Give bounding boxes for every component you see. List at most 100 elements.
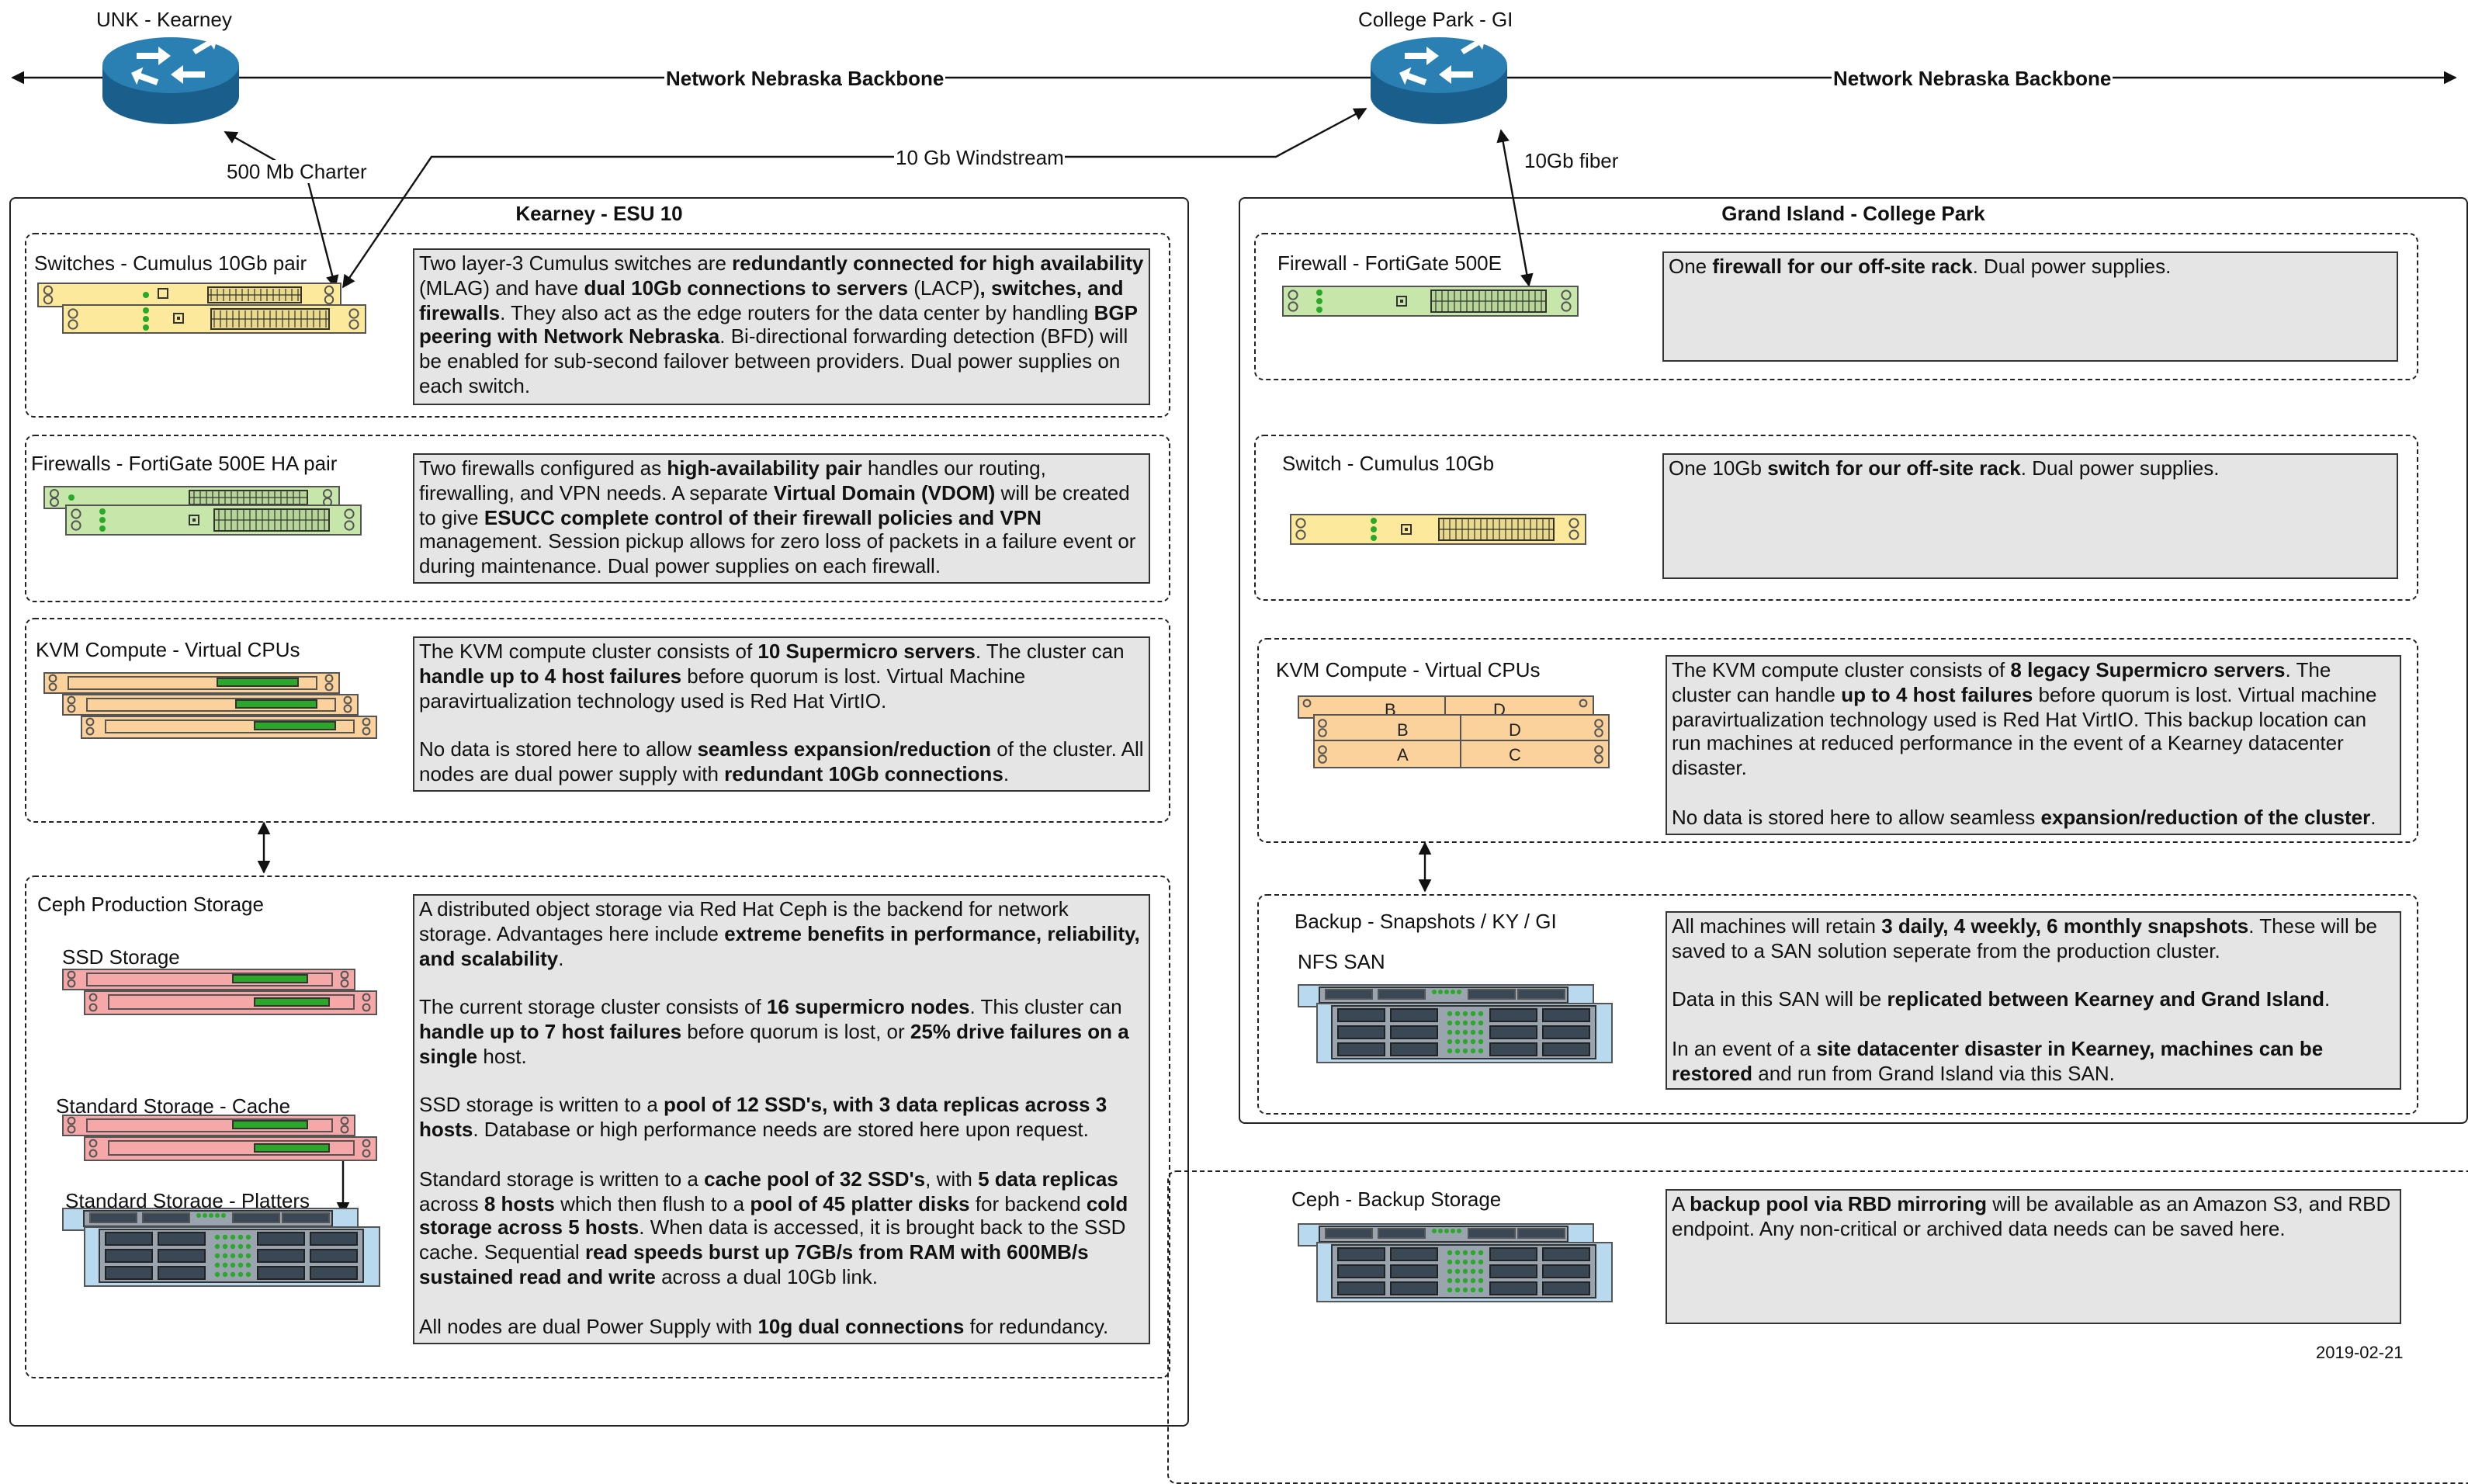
description-paragraph: All machines will retain 3 daily, 4 week… — [1672, 914, 2395, 963]
bold-text: switch for our off-site rack — [1767, 456, 2021, 480]
text: . This cluster can — [969, 995, 1122, 1019]
platter-storage-servers-icon — [62, 1208, 380, 1287]
bold-text: up to 4 host failures — [1841, 682, 2033, 706]
text: . These will be saved to a SAN solution … — [1672, 914, 2377, 962]
description-paragraph: SSD storage is written to a pool of 12 S… — [419, 1094, 1144, 1142]
gi-backup-label: Backup - Snapshots / KY / GI — [1295, 910, 1557, 933]
gi-kvm-servers-icon: B D B D A C — [1298, 695, 1610, 768]
kvm-section — [25, 618, 1170, 823]
text: . Database or high performance needs are… — [473, 1118, 1089, 1142]
gi-firewall-icon — [1282, 286, 1579, 317]
text: The KVM compute cluster consists of — [1672, 658, 2011, 681]
ssd-storage-servers-icon — [62, 969, 377, 1015]
fiber-link-label: 10Gb fiber — [1523, 149, 1620, 172]
bold-text: 8 legacy Supermicro servers — [2010, 658, 2286, 681]
text: which then flush to a — [554, 1191, 750, 1215]
gi-kvm-description: The KVM compute cluster consists of 8 le… — [1666, 655, 2401, 835]
firewalls-description: Two firewalls configured as high-availab… — [413, 453, 1150, 584]
text: Data in this SAN will be — [1672, 987, 1887, 1011]
gi-kvm-node-b: B — [1397, 720, 1409, 740]
grand-island-panel-title: Grand Island - College Park — [1721, 202, 1985, 225]
text: All nodes are dual Power Supply with — [419, 1314, 758, 1338]
kearney-kvm-servers-icon — [43, 672, 377, 739]
description-paragraph: Two firewalls configured as high-availab… — [419, 456, 1144, 579]
text: . The cluster can — [975, 640, 1125, 663]
switches-description: Two layer-3 Cumulus switches are redunda… — [413, 248, 1150, 405]
gi-kvm-section — [1257, 638, 2418, 843]
text: across a dual 10Gb link. — [655, 1264, 879, 1288]
bold-text: 8 hosts — [484, 1191, 555, 1215]
text: before quorum is lost. Virtual machine p… — [1672, 682, 2377, 780]
gi-switch-section — [1254, 435, 2418, 601]
bold-text: 5 data replicas — [978, 1167, 1118, 1191]
bold-text: 10 Supermicro servers — [757, 640, 976, 663]
text: . Dual power supplies. — [1972, 255, 2172, 278]
text: . — [1003, 761, 1010, 785]
ceph-backup-label: Ceph - Backup Storage — [1291, 1188, 1502, 1211]
bold-text: read speeds burst up 7GB/s from RAM with… — [419, 1240, 1089, 1288]
text: (MLAG) and have — [419, 276, 584, 300]
college-park-site-label: College Park - GI — [1358, 8, 1513, 31]
description-paragraph: Data in this SAN will be replicated betw… — [1672, 988, 2395, 1013]
bold-text: high-availability pair — [667, 456, 862, 480]
text: The current storage cluster consists of — [419, 995, 767, 1019]
text: host. — [477, 1044, 527, 1068]
kvm-description: The KVM compute cluster consists of 10 S… — [413, 636, 1150, 792]
nfs-san-icon — [1298, 984, 1613, 1063]
gi-kvm-node-a: A — [1397, 745, 1409, 765]
text: Standard storage is written to a — [419, 1167, 705, 1191]
bold-text: 3 daily, 4 weekly, 6 monthly snapshots — [1881, 914, 2249, 938]
bold-text: pool of 45 platter disks — [750, 1191, 970, 1215]
gi-firewall-section — [1254, 233, 2418, 380]
text: . — [558, 946, 564, 970]
text: . When data is accessed, it is brought b… — [419, 1215, 1126, 1264]
ceph-backup-description: A backup pool via RBD mirroring will be … — [1666, 1189, 2401, 1324]
windstream-link-label: 10 Gb Windstream — [894, 146, 1066, 169]
ceph-production-section — [25, 875, 1170, 1378]
description-paragraph: Two layer-3 Cumulus switches are redunda… — [419, 251, 1144, 399]
bold-text: firewall for our off-site rack — [1712, 255, 1973, 278]
firewalls-section — [25, 435, 1170, 602]
switch-unit-rear — [37, 283, 341, 307]
bold-text: dual 10Gb connections to servers — [584, 276, 909, 300]
bold-text: redundant 10Gb connections — [724, 761, 1003, 785]
text: SSD storage is written to a — [419, 1093, 664, 1117]
text: One — [1669, 255, 1713, 278]
cache-storage-servers-icon — [62, 1115, 377, 1161]
backbone-right-label: Network Nebraska Backbone — [1832, 67, 2113, 90]
diagram-date: 2019-02-21 — [2316, 1344, 2404, 1363]
gi-switch-icon — [1290, 514, 1586, 545]
description-paragraph: The KVM compute cluster consists of 10 S… — [419, 640, 1144, 713]
bold-text: replicated between Kearney and Grand Isl… — [1887, 987, 2324, 1011]
bold-text: Virtual Domain (VDOM) — [773, 480, 996, 504]
description-paragraph: The KVM compute cluster consists of 8 le… — [1672, 658, 2395, 781]
network-diagram: Kearney - ESU 10 Grand Island - College … — [9, 8, 2468, 1484]
text: will be created to give — [419, 480, 1130, 529]
text: . — [2370, 805, 2376, 829]
bold-text: cache pool of 32 SSD's — [704, 1167, 926, 1191]
gi-firewall-description: One firewall for our off-site rack. Dual… — [1662, 251, 2398, 362]
kearney-switch-pair-icon — [37, 283, 366, 334]
bold-text: BGP peering with Network Nebraska — [419, 300, 1138, 348]
text: All machines will retain — [1672, 914, 1882, 938]
text: No data is stored here to allow seamless — [1672, 805, 2041, 829]
text: across — [419, 1191, 484, 1215]
college-park-router-icon — [1371, 34, 1507, 124]
bold-text: 16 supermicro nodes — [766, 995, 970, 1019]
text: management. Session pickup allows for ze… — [419, 529, 1136, 578]
text: One 10Gb — [1669, 456, 1768, 480]
text: The KVM compute cluster consists of — [419, 640, 758, 663]
ssd-storage-label: SSD Storage — [62, 945, 180, 969]
bold-text: extreme benefits in performance, reliabi… — [419, 921, 1140, 970]
text: , with — [925, 1167, 979, 1191]
kearney-panel-title: Kearney - ESU 10 — [515, 202, 683, 225]
bold-text: handle up to 4 host failures — [419, 664, 682, 688]
bold-text: cold storage across 5 hosts — [419, 1191, 1128, 1240]
bold-text: redundantly connected for high availabil… — [732, 251, 1144, 275]
ceph-production-label: Ceph Production Storage — [37, 893, 264, 916]
description-paragraph: In an event of a site datacenter disaste… — [1672, 1037, 2395, 1086]
text: . Dual power supplies. — [2020, 456, 2220, 480]
charter-link-label: 500 Mb Charter — [225, 160, 369, 183]
bold-text: seamless expansion/reduction — [697, 737, 992, 761]
gi-kvm-node-c: C — [1509, 745, 1521, 765]
